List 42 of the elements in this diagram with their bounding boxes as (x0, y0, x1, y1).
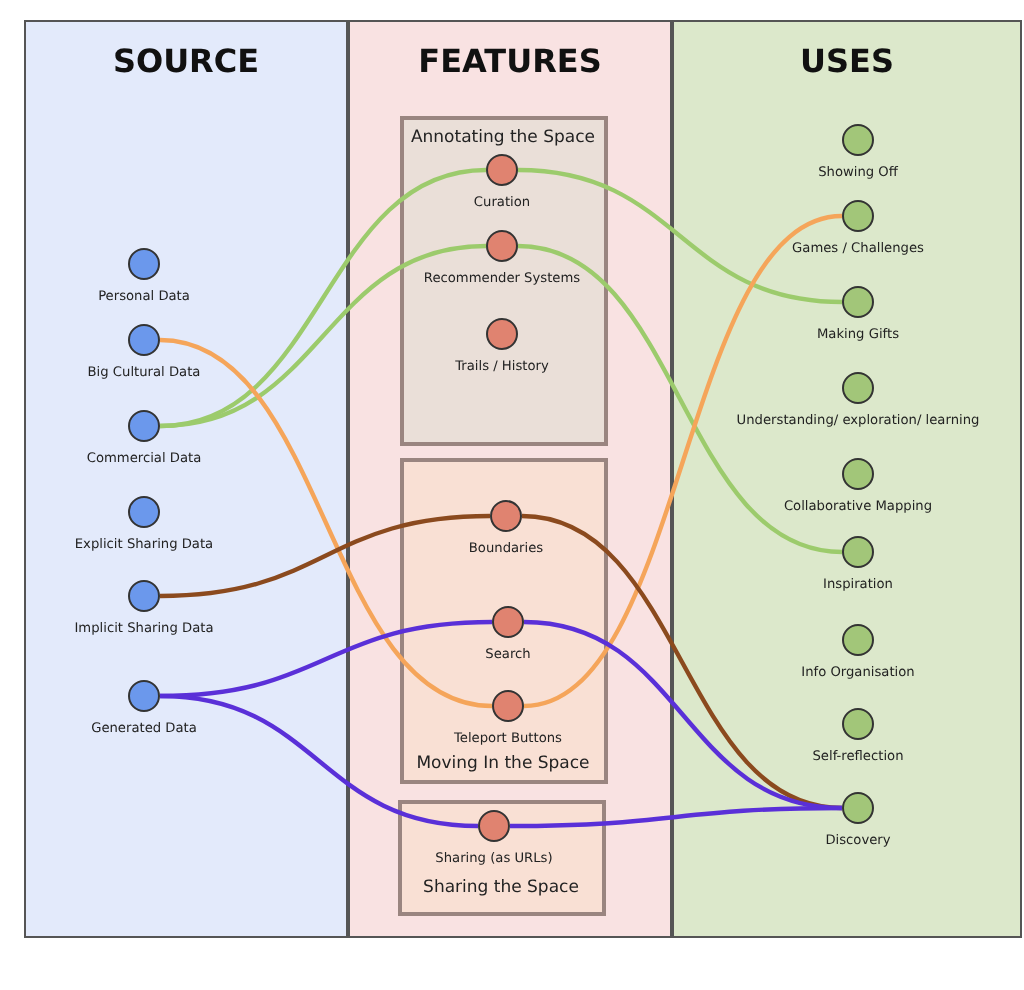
circle-node (841, 457, 873, 489)
circle-node (841, 371, 873, 403)
circle-node (127, 247, 159, 279)
group-title: Annotating the Space (408, 127, 598, 147)
circle-node (127, 495, 159, 527)
circle-node (127, 579, 159, 611)
connector-line (159, 337, 493, 709)
connector-line (159, 513, 491, 599)
connector-line (159, 693, 479, 829)
connector-line (523, 213, 843, 709)
circle-node (841, 707, 873, 739)
column-panel (348, 20, 672, 938)
column-panel (24, 20, 348, 938)
column-heading: USES (798, 42, 896, 80)
circle-node (841, 285, 873, 317)
circle-node (127, 323, 159, 355)
column-heading: FEATURES (416, 42, 604, 80)
group-title: Moving In the Space (414, 753, 592, 773)
connector-line (510, 805, 842, 829)
group-box (399, 115, 607, 445)
circle-node (492, 690, 524, 722)
circle-node (492, 606, 524, 638)
connector-line (159, 243, 487, 429)
circle-node (841, 199, 873, 231)
circle-node (490, 500, 522, 532)
group-title: Sharing the Space (421, 877, 581, 897)
circle-node (841, 123, 873, 155)
circle-node (478, 810, 510, 842)
column-heading: SOURCE (110, 42, 262, 80)
circle-node (486, 318, 518, 350)
circle-node (841, 623, 873, 655)
circle-node (486, 230, 518, 262)
circle-node (841, 791, 873, 823)
connector-line (517, 243, 843, 555)
group-box (399, 457, 607, 783)
circle-node (486, 154, 518, 186)
circle-node (841, 535, 873, 567)
group-box (397, 799, 605, 915)
column-panel (672, 20, 1022, 938)
circle-node (127, 409, 159, 441)
connector-line (517, 167, 843, 305)
circle-node (127, 679, 159, 711)
